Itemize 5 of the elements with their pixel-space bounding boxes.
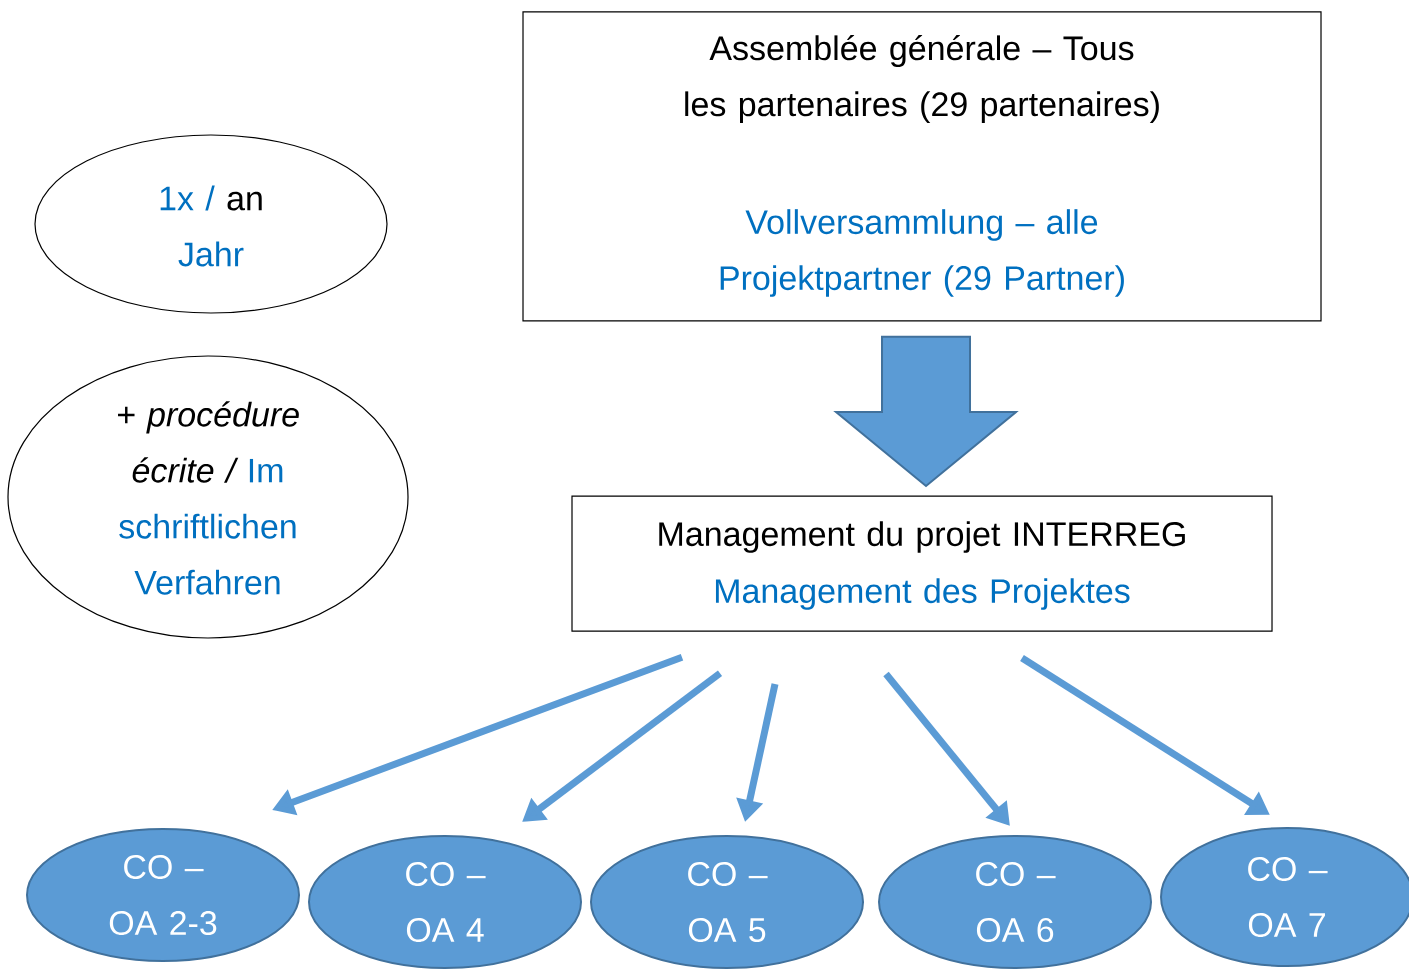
process-box: Management du projet INTERREG Management des Projektes — [571, 495, 1273, 632]
oval-note: 1x / an Jahr — [34, 134, 388, 314]
process-box: Assemblée générale – Tous les partenaires (29 partenaires) Vollversammlung – alle Projektpartner (29 Partner) — [522, 11, 1322, 322]
block-arrow — [833, 335, 1019, 488]
oval-note: + procédure écrite / Im schriftlichen Verfahren — [7, 355, 409, 639]
